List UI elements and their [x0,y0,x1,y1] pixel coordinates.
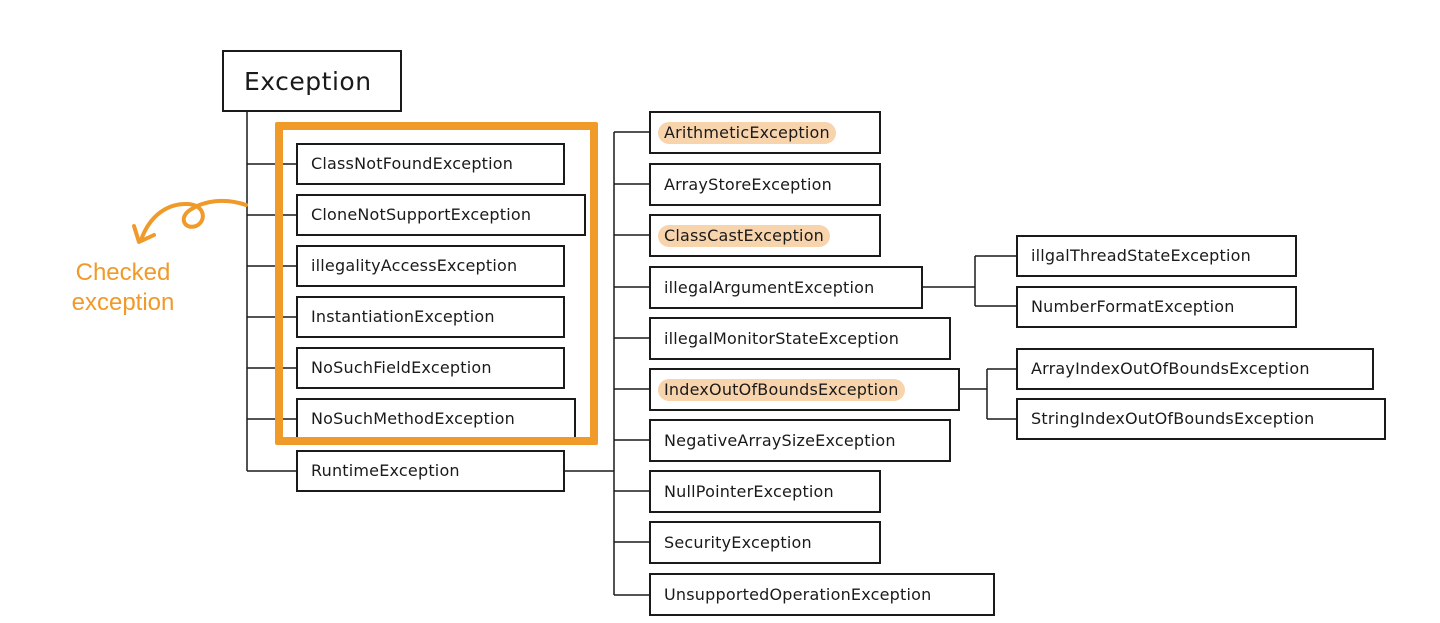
checked-exception-node: illegalityAccessException [296,245,565,287]
checked-exception-group-frame [275,122,598,445]
node-label: NoSuchFieldException [311,358,492,377]
node-label: NoSuchMethodException [311,409,515,428]
node-label: ArrayStoreException [664,174,832,194]
checked-label-line1: Checked [75,259,171,286]
runtime-subclass-node: illegalArgumentException [649,266,923,309]
runtime-subclass-node: NegativeArraySizeException [649,419,951,462]
index-out-of-bounds-child-node: ArrayIndexOutOfBoundsException [1016,348,1374,390]
runtime-subclass-node: NullPointerException [649,470,881,513]
illegal-argument-child-node: illgalThreadStateException [1016,235,1297,277]
node-label: CloneNotSupportException [311,205,532,224]
checked-exception-node: InstantiationException [296,296,565,338]
highlighted-node-label: IndexOutOfBoundsException [658,378,905,401]
node-label: UnsupportedOperationException [664,584,932,604]
runtime-subclass-node: SecurityException [649,521,881,564]
node-label: InstantiationException [311,307,495,326]
highlighted-node-label: ClassCastException [658,224,831,247]
checked-exception-node: NoSuchFieldException [296,347,565,389]
runtime-exception-node: RuntimeException [296,450,565,492]
node-label: illegalMonitorStateException [664,328,900,348]
runtime-subclass-node: IndexOutOfBoundsException [649,368,960,411]
node-label: illgalThreadStateException [1031,246,1251,265]
checked-exception-node: ClassNotFoundException [296,143,565,185]
runtime-subclass-node: ArrayStoreException [649,163,881,206]
node-label: StringIndexOutOfBoundsException [1031,409,1315,428]
curved-arrow-icon [132,198,248,244]
node-label: SecurityException [664,532,812,552]
node-label: illegalArgumentException [664,277,875,297]
exception-root-node: Exception [222,50,402,112]
node-label: illegalityAccessException [311,256,518,275]
node-label: ArrayIndexOutOfBoundsException [1031,359,1310,378]
node-label: NegativeArraySizeException [664,430,896,450]
node-label: ClassNotFoundException [311,154,514,173]
runtime-subclass-node: ArithmeticException [649,111,881,154]
runtime-subclass-node: ClassCastException [649,214,881,257]
illegal-argument-child-node: NumberFormatException [1016,286,1297,328]
node-label: NumberFormatException [1031,297,1235,316]
node-label: NullPointerException [664,481,834,501]
checked-exception-node: CloneNotSupportException [296,194,586,236]
index-out-of-bounds-child-node: StringIndexOutOfBoundsException [1016,398,1386,440]
node-label: RuntimeException [311,461,460,480]
runtime-subclass-node: UnsupportedOperationException [649,573,995,616]
checked-label-line2: exception [71,289,175,316]
runtime-subclass-node: illegalMonitorStateException [649,317,951,360]
checked-exception-annotation: Checked exception [58,258,188,318]
highlighted-node-label: ArithmeticException [658,121,836,144]
exception-root-label: Exception [244,66,372,96]
